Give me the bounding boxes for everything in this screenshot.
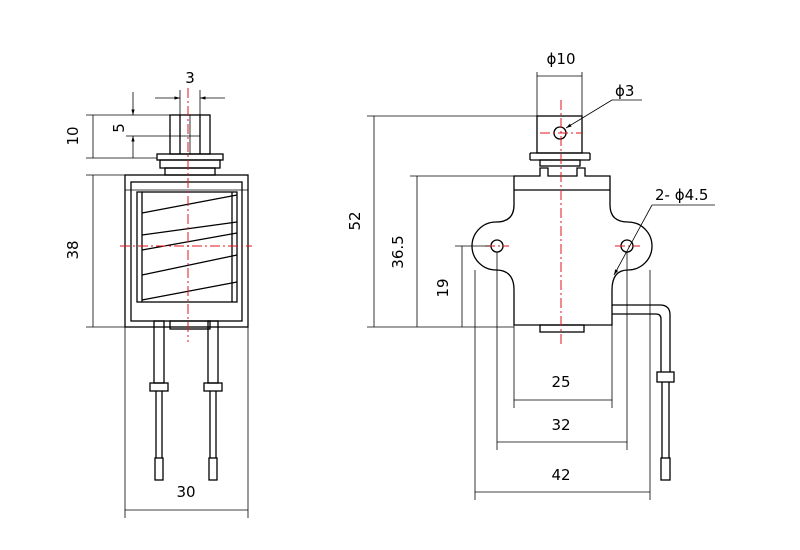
side-view: 3 5 10 38 30 [64, 69, 252, 518]
front-view: ϕ10 ϕ3 2- ϕ4.5 52 36.5 [346, 50, 715, 500]
front-plunger [529, 115, 591, 167]
dim-front-body-height-label: 36.5 [389, 235, 407, 268]
dim-side-width-top: 3 [155, 69, 225, 115]
dim-front-hole-diameter: ϕ3 [565, 82, 642, 129]
side-bottom-boss [169, 320, 211, 330]
dim-side-height-top: 5 [110, 92, 200, 158]
side-frame [124, 174, 249, 328]
dim-side-height-top-label: 5 [110, 123, 128, 133]
dim-front-plunger-diameter-label: ϕ10 [547, 50, 576, 68]
dim-front-total-height-label: 52 [346, 211, 364, 230]
side-top-cap [156, 153, 224, 176]
dim-side-width-body: 30 [124, 327, 249, 518]
dim-side-height-body: 38 [64, 174, 125, 328]
side-coil [136, 191, 238, 303]
dim-front-hole-height-label: 19 [434, 278, 452, 297]
dim-side-width-top-label: 3 [185, 69, 195, 87]
dim-front-width-42-label: 42 [551, 466, 570, 484]
dim-side-height-body-label: 38 [64, 240, 82, 259]
dim-front-width-25-label: 25 [551, 373, 570, 391]
dim-front-hole-height: 19 [434, 245, 490, 327]
dim-front-hole-diameter-label: ϕ3 [615, 82, 634, 100]
dim-side-height-top-total-label: 10 [64, 126, 82, 145]
dim-front-width-25: 25 [513, 325, 613, 408]
dim-front-mount-holes: 2- ϕ4.5 [613, 186, 715, 276]
dim-front-width-32-label: 32 [551, 416, 570, 434]
side-plunger [169, 114, 211, 155]
dim-front-plunger-diameter: ϕ10 [536, 50, 583, 116]
dim-front-width-42: 42 [474, 270, 651, 500]
dim-side-width-body-label: 30 [176, 483, 195, 501]
dim-front-body-height: 36.5 [389, 175, 514, 327]
front-bottom-boss [539, 324, 585, 333]
dim-front-total-height: 52 [346, 115, 537, 328]
front-lead-wire [612, 304, 675, 481]
dim-front-width-32: 32 [496, 252, 628, 450]
side-leads [149, 320, 223, 481]
front-body-outline [471, 167, 653, 326]
dim-front-mount-holes-label: 2- ϕ4.5 [655, 186, 708, 204]
dim-side-height-top-total: 10 [64, 114, 157, 159]
